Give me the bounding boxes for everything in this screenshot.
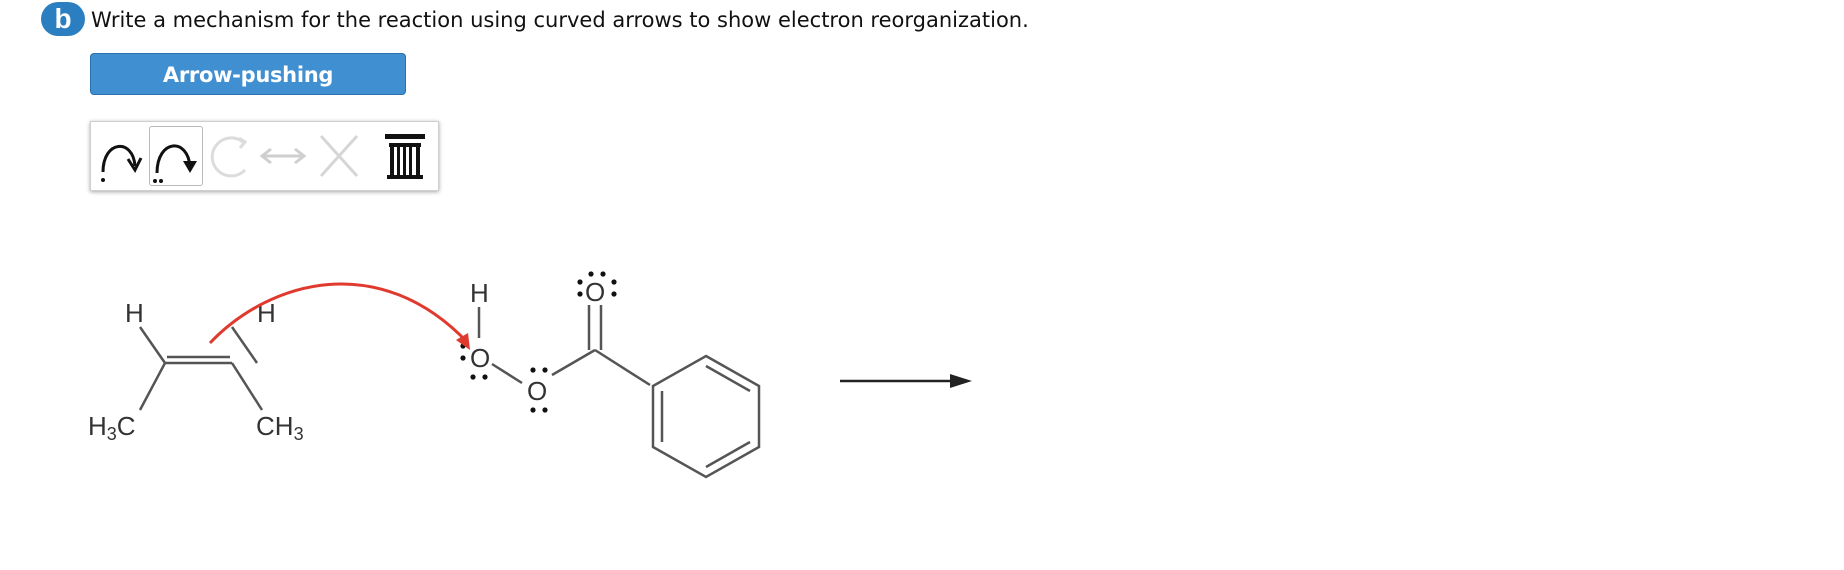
alkene-molecule (138, 326, 264, 411)
curved-electron-arrow[interactable] (208, 282, 470, 350)
peracid-bonds (477, 305, 651, 387)
reaction-arrow (840, 374, 972, 388)
alkene-methyl-right: CH3 (256, 411, 304, 444)
clear-all-tool[interactable] (381, 126, 429, 186)
single-barb-curved-arrow-icon (101, 145, 143, 182)
arrow-pushing-instructions-button[interactable]: Arrow-pushing Instructions (90, 53, 406, 129)
single-electron-arrow-tool[interactable] (95, 126, 147, 186)
benzene-ring (651, 354, 761, 479)
lone-pairs (460, 271, 617, 413)
redo-arrow-tool[interactable] (205, 126, 255, 186)
peracid-h: H (470, 278, 489, 308)
peracid-o-carbonyl: O (585, 277, 605, 307)
double-headed-arrow-icon (259, 147, 307, 165)
x-icon (319, 134, 359, 178)
part-badge: b (41, 2, 85, 36)
electron-pair-arrow-tool[interactable] (149, 126, 203, 186)
double-barb-curved-arrow-icon (153, 144, 197, 183)
circular-arrow-icon (210, 136, 248, 178)
trash-icon (385, 134, 425, 179)
delete-arrow-tool[interactable] (313, 126, 363, 186)
peracid-o-peroxy: O (527, 376, 547, 406)
resonance-arrow-tool[interactable] (255, 126, 311, 186)
alkene-h-left: H (125, 298, 144, 328)
peracid-o-hydroxyl: O (470, 343, 490, 373)
question-prompt: Write a mechanism for the reaction using… (91, 8, 1029, 32)
arrow-toolbar (90, 121, 439, 191)
alkene-methyl-left: H3C (88, 411, 136, 444)
